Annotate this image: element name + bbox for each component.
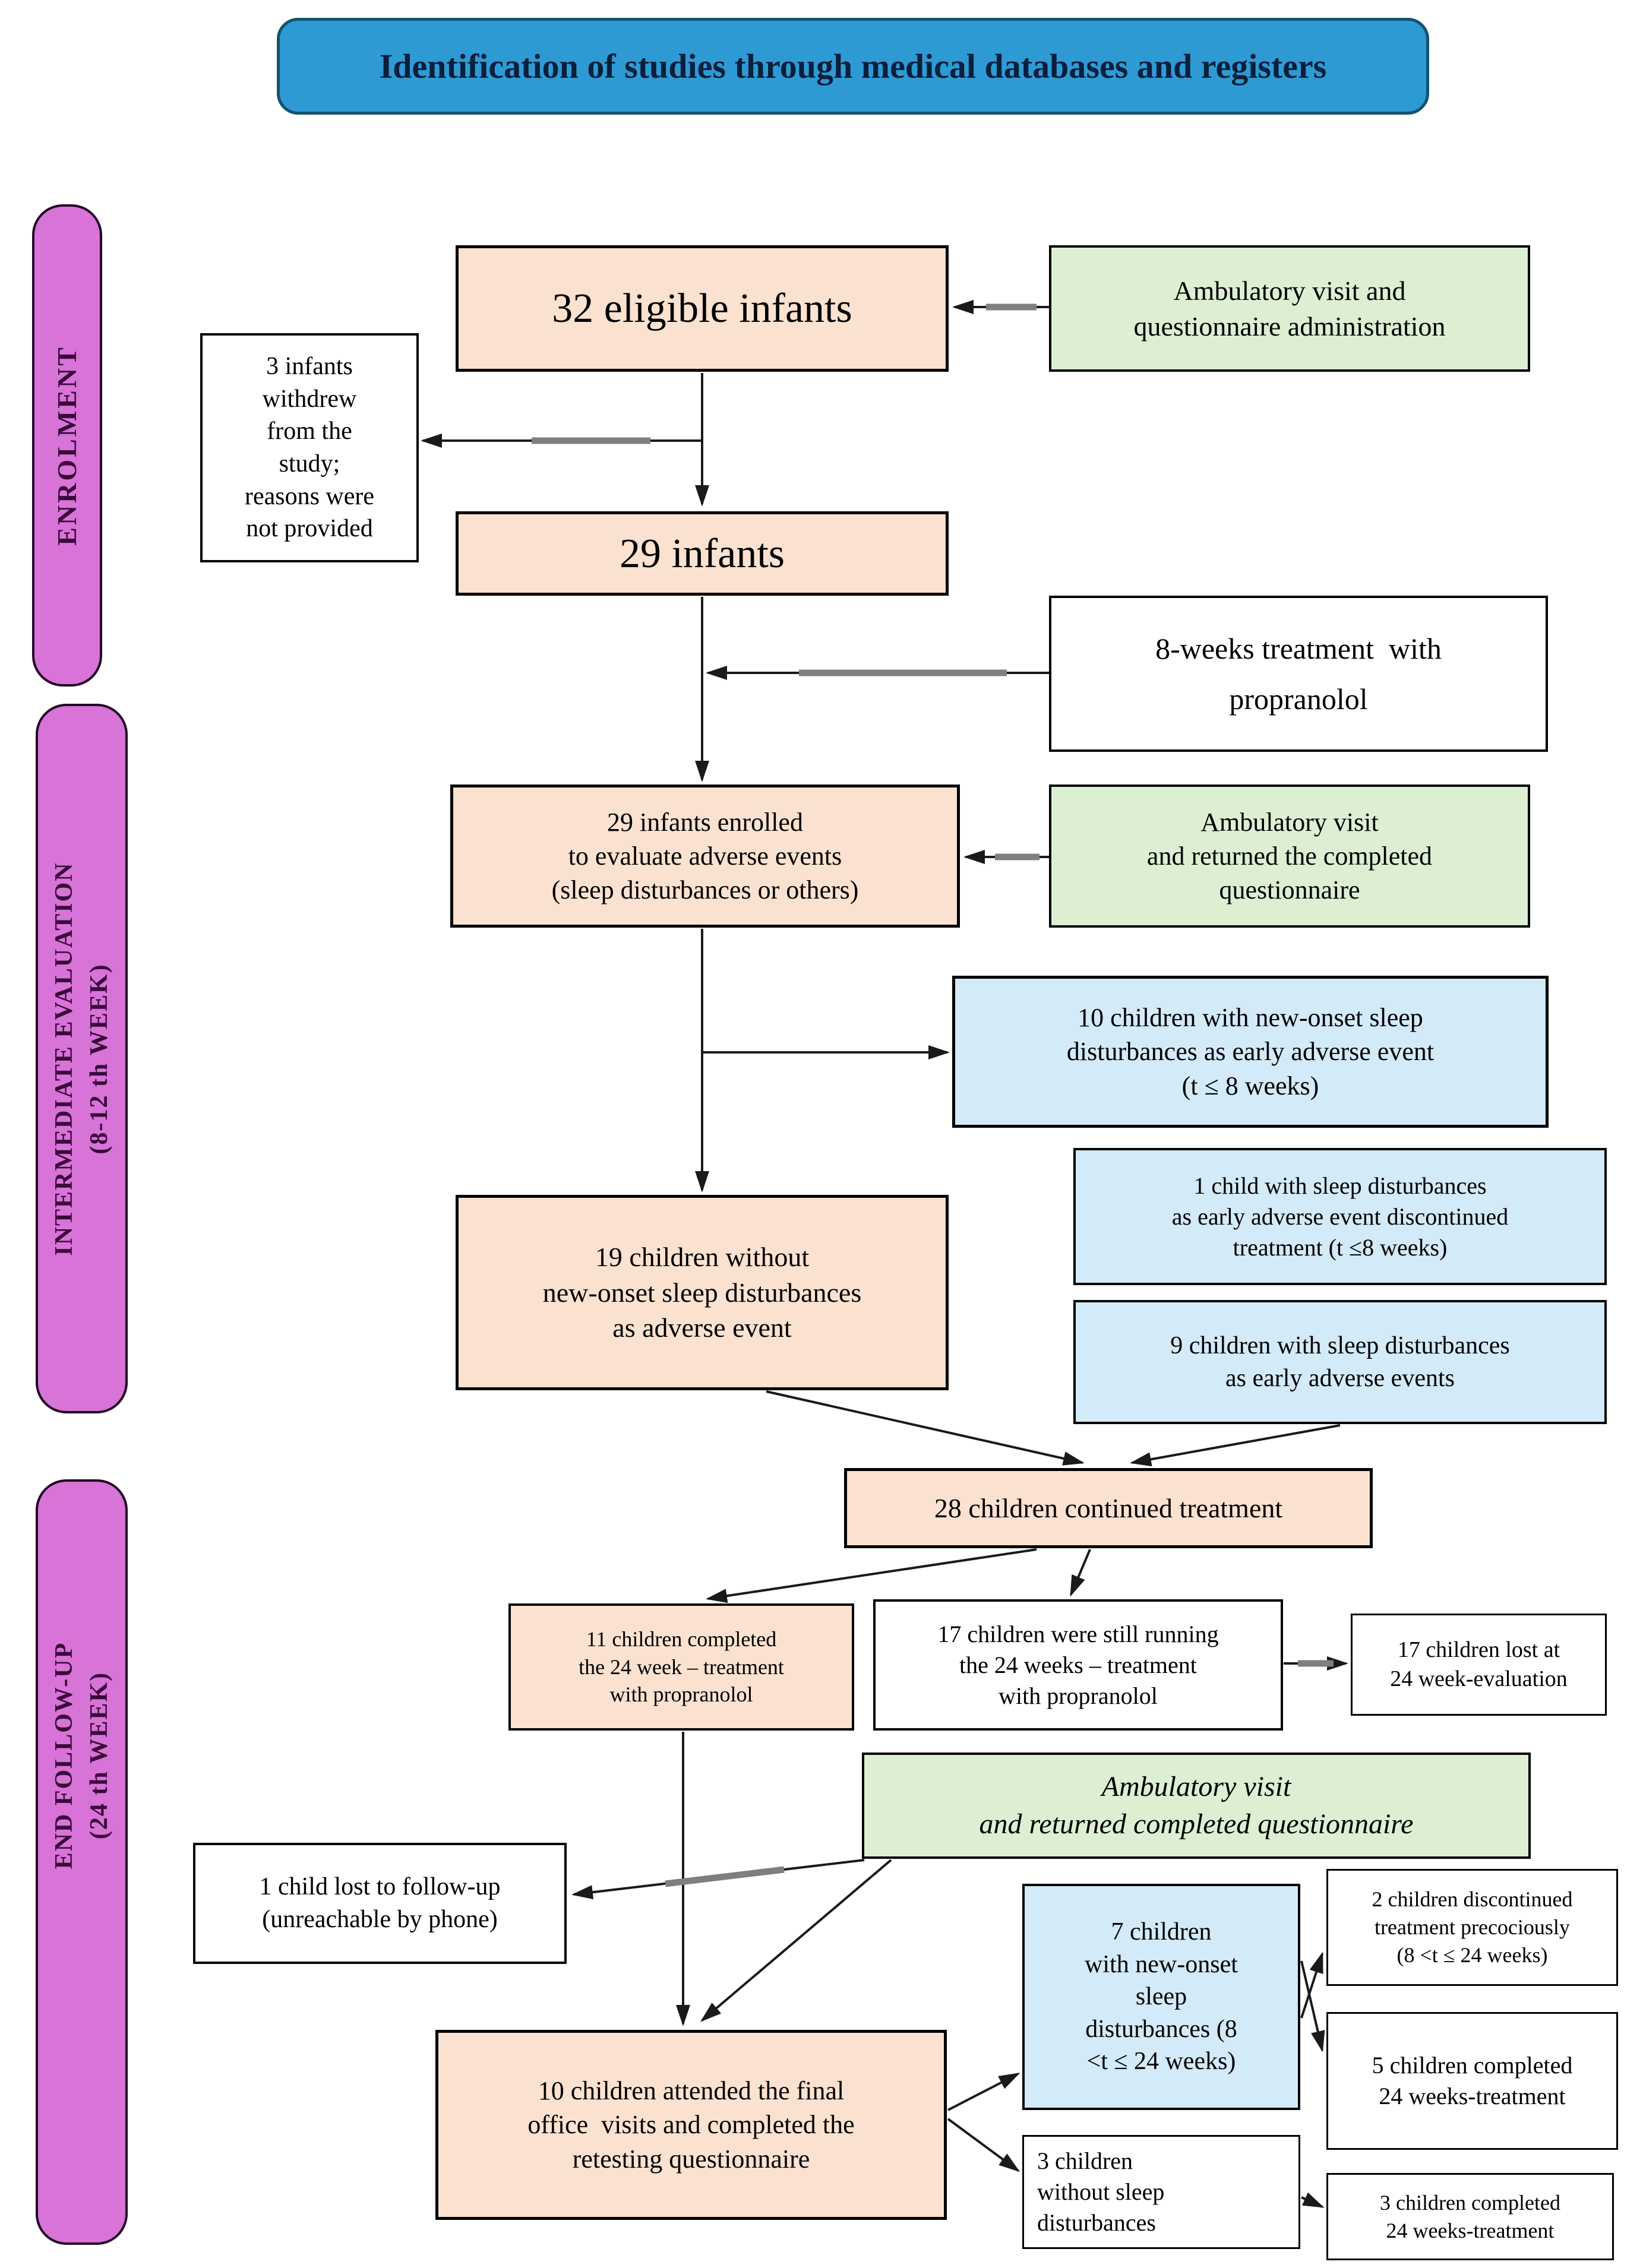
node-1-child-discontinued: 1 child with sleep disturbances as early…: [1073, 1148, 1607, 1285]
node-5-children-completed: 5 children completed 24 weeks-treatment: [1326, 2012, 1618, 2150]
node-ambulatory-visit-3: Ambulatory visit and returned completed …: [862, 1753, 1531, 1859]
node-2-children-discontinued: 2 children discontinued treatment precoc…: [1326, 1869, 1618, 1986]
node-ambulatory-visit-2: Ambulatory visit and returned the comple…: [1049, 785, 1530, 928]
sidebar-enrolment: ENROLMENT: [32, 204, 102, 687]
node-7-children-new-onset: 7 children with new-onset sleep disturba…: [1022, 1884, 1300, 2110]
node-17-children-running: 17 children were still running the 24 we…: [873, 1599, 1283, 1731]
node-29-infants: 29 infants: [456, 511, 949, 596]
node-28-children-continued: 28 children continued treatment: [844, 1468, 1373, 1548]
sidebar-intermediate-line2: (8-12 th WEEK): [85, 963, 113, 1154]
node-9-children-sleep: 9 children with sleep disturbances as ea…: [1073, 1300, 1607, 1424]
node-3-children-without: 3 children without sleep disturbances: [1022, 2135, 1300, 2249]
sidebar-end-line2: (24 th WEEK): [85, 1672, 113, 1840]
node-10-children-attended: 10 children attended the final office vi…: [435, 2030, 947, 2220]
sidebar-enrolment-label: ENROLMENT: [51, 345, 82, 546]
node-19-children-without: 19 children without new-onset sleep dist…: [456, 1195, 949, 1390]
sidebar-intermediate-evaluation: INTERMEDIATE EVALUATION (8-12 th WEEK): [36, 704, 128, 1413]
title-banner: Identification of studies through medica…: [277, 18, 1429, 115]
sidebar-end-follow-up: END FOLLOW-UP (24 th WEEK): [36, 1479, 128, 2245]
node-29-infants-enrolled: 29 infants enrolled to evaluate adverse …: [450, 785, 960, 928]
node-3-infants-withdrew: 3 infants withdrew from the study; reaso…: [200, 333, 419, 562]
node-11-children-completed: 11 children completed the 24 week – trea…: [508, 1603, 854, 1731]
node-10-children-new-onset: 10 children with new-onset sleep disturb…: [952, 976, 1549, 1128]
node-3-children-completed: 3 children completed 24 weeks-treatment: [1326, 2173, 1614, 2260]
node-1-child-lost: 1 child lost to follow-up (unreachable b…: [193, 1843, 567, 1964]
sidebar-end-line1: END FOLLOW-UP: [50, 1641, 78, 1870]
node-ambulatory-visit-1: Ambulatory visit and questionnaire admin…: [1049, 245, 1530, 372]
node-8-weeks-treatment: 8-weeks treatment with propranolol: [1049, 596, 1548, 752]
node-17-children-lost: 17 children lost at 24 week-evaluation: [1351, 1614, 1607, 1716]
sidebar-intermediate-line1: INTERMEDIATE EVALUATION: [50, 861, 78, 1256]
node-32-eligible-infants: 32 eligible infants: [456, 245, 949, 372]
